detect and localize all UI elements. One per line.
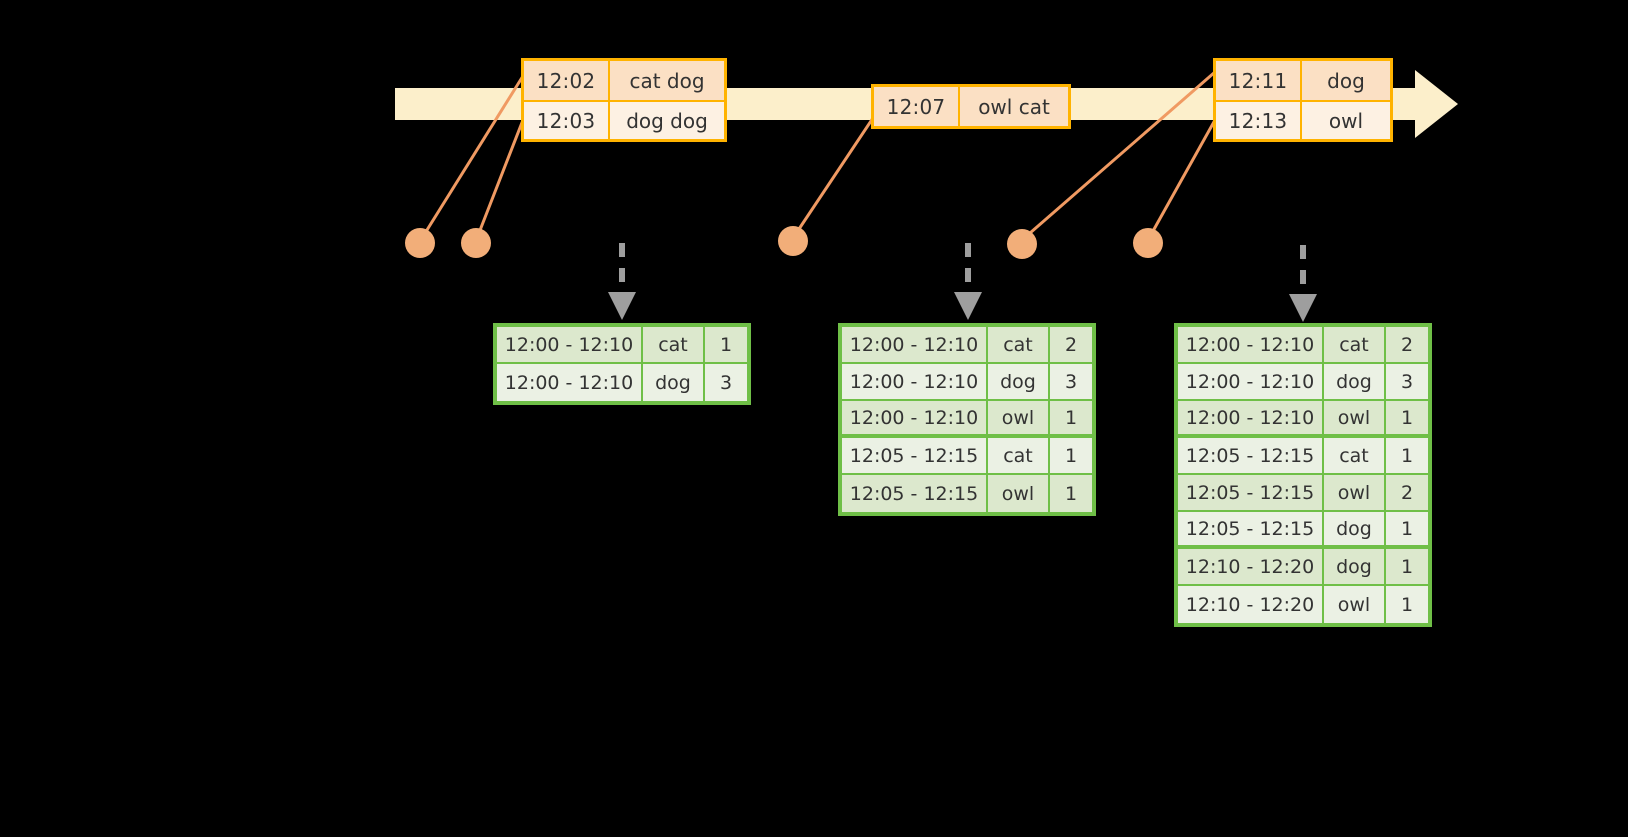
event-words: dog dog — [626, 108, 708, 133]
cell-count: 3 — [705, 364, 747, 401]
cell-window: 12:05 - 12:15 — [1178, 512, 1322, 545]
emit-arrow-2 — [954, 243, 982, 320]
cell-word: cat — [1324, 327, 1384, 362]
cell-count: 1 — [1050, 401, 1092, 434]
cell-word: dog — [1324, 549, 1384, 584]
cell-word: owl — [1324, 475, 1384, 510]
cell-word: cat — [988, 438, 1048, 473]
cell-window: 12:05 - 12:15 — [1178, 475, 1322, 510]
emit-arrow-3 — [1289, 245, 1317, 322]
event-time: 12:02 — [524, 61, 610, 100]
cell-count: 1 — [1386, 512, 1428, 545]
timeline-event-group-3[interactable]: 12:11 dog 12:13 owl — [1213, 58, 1393, 142]
cell-word: dog — [1324, 512, 1384, 545]
event-words: cat dog — [629, 68, 705, 93]
cell-count: 1 — [1386, 401, 1428, 434]
timeline-event-group-1[interactable]: 12:02 cat dog 12:03 dog dog — [521, 58, 727, 142]
emit-arrows — [608, 243, 1317, 322]
cell-count: 3 — [1386, 364, 1428, 399]
cell-count: 2 — [1386, 475, 1428, 510]
cell-count: 1 — [1386, 549, 1428, 584]
cell-count: 1 — [1050, 438, 1092, 473]
cell-window: 12:00 - 12:10 — [497, 327, 641, 362]
timeline-event-group-2[interactable]: 12:07 owl cat — [871, 84, 1071, 129]
cell-window: 12:00 - 12:10 — [842, 327, 986, 362]
cell-count: 1 — [1386, 586, 1428, 623]
cell-word: owl — [1324, 586, 1384, 623]
cell-word: cat — [643, 327, 703, 362]
cell-count: 2 — [1050, 327, 1092, 362]
cell-count: 1 — [705, 327, 747, 362]
cell-window: 12:00 - 12:10 — [1178, 364, 1322, 399]
timeline-event-row[interactable]: 12:13 owl — [1216, 100, 1390, 139]
event-words: owl cat — [978, 94, 1050, 119]
cell-word: owl — [988, 475, 1048, 512]
event-time: 12:13 — [1216, 102, 1302, 139]
timeline-event-row[interactable]: 12:11 dog — [1216, 61, 1390, 100]
cell-word: cat — [988, 327, 1048, 362]
event-dots — [405, 226, 1163, 259]
timeline-event-row[interactable]: 12:03 dog dog — [524, 100, 724, 139]
cell-count: 1 — [1386, 438, 1428, 473]
cell-window: 12:00 - 12:10 — [1178, 401, 1322, 434]
event-dot-1203 — [461, 228, 491, 258]
cell-count: 2 — [1386, 327, 1428, 362]
cell-word: owl — [988, 401, 1048, 434]
cell-word: dog — [1324, 364, 1384, 399]
cell-window: 12:05 - 12:15 — [842, 475, 986, 512]
cell-window: 12:10 - 12:20 — [1178, 549, 1322, 584]
cell-count: 1 — [1050, 475, 1092, 512]
cell-window: 12:00 - 12:10 — [497, 364, 641, 401]
timeline-event-row[interactable]: 12:07 owl cat — [874, 87, 1068, 126]
cell-window: 12:10 - 12:20 — [1178, 586, 1322, 623]
emit-arrow-1 — [608, 243, 636, 320]
cell-window: 12:00 - 12:10 — [842, 401, 986, 434]
event-time: 12:03 — [524, 102, 610, 139]
event-words: dog — [1327, 68, 1365, 93]
event-time: 12:07 — [874, 87, 960, 126]
cell-word: dog — [643, 364, 703, 401]
cell-word: cat — [1324, 438, 1384, 473]
event-words: owl — [1328, 108, 1364, 133]
event-time: 12:11 — [1216, 61, 1302, 100]
cell-window: 12:05 - 12:15 — [842, 438, 986, 473]
cell-word: owl — [1324, 401, 1384, 434]
event-dot-1213 — [1133, 228, 1163, 258]
cell-window: 12:00 - 12:10 — [842, 364, 986, 399]
cell-window: 12:00 - 12:10 — [1178, 327, 1322, 362]
cell-word: dog — [988, 364, 1048, 399]
event-dot-1207 — [778, 226, 808, 256]
cell-window: 12:05 - 12:15 — [1178, 438, 1322, 473]
event-dot-1211 — [1007, 229, 1037, 259]
cell-count: 3 — [1050, 364, 1092, 399]
event-dot-1202 — [405, 228, 435, 258]
timeline-event-row[interactable]: 12:02 cat dog — [524, 61, 724, 100]
